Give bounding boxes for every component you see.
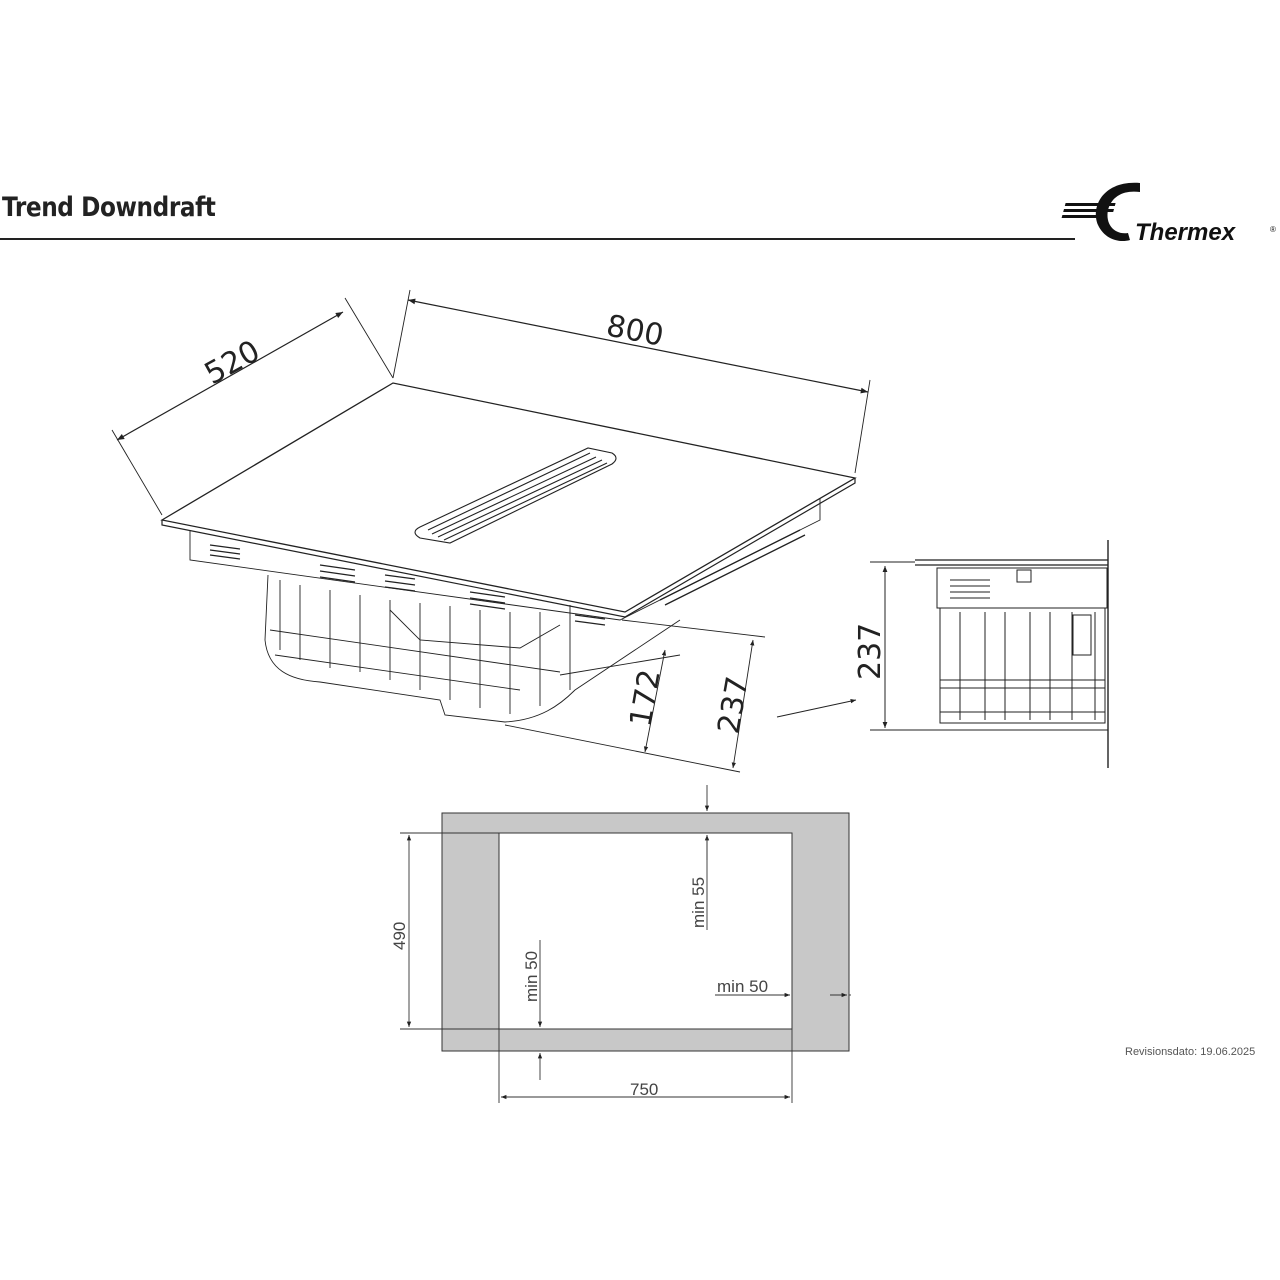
isometric-view xyxy=(111,289,871,773)
svg-text:®: ® xyxy=(1270,225,1276,234)
side-view xyxy=(870,540,1109,768)
dimension-172-label: 172 xyxy=(623,667,667,729)
header-divider xyxy=(0,238,1075,240)
cutout-750-label: 750 xyxy=(630,1080,658,1099)
dimension-520 xyxy=(111,297,394,516)
side-dimension-237-label: 237 xyxy=(853,623,888,680)
dimension-520-label: 520 xyxy=(199,334,266,392)
page-title: Trend Downdraft xyxy=(2,192,216,223)
cutout-plan xyxy=(400,785,851,1103)
cutout-opening xyxy=(498,832,793,1030)
downdraft-vent xyxy=(414,447,617,544)
dimension-800-label: 800 xyxy=(603,308,666,353)
thermex-logo: Thermex ® xyxy=(1061,182,1276,246)
cutout-min50-front-label: min 50 xyxy=(522,951,541,1002)
cutout-min55-label: min 55 xyxy=(689,877,708,928)
cutout-490-label: 490 xyxy=(390,922,409,950)
hob-body xyxy=(189,490,821,723)
dimension-237-label: 237 xyxy=(711,674,755,736)
revision-date: Revisionsdato: 19.06.2025 xyxy=(1125,1046,1256,1058)
dimension-800 xyxy=(392,289,871,474)
cutout-min50-side-label: min 50 xyxy=(717,977,768,996)
dimension-heights xyxy=(504,619,857,773)
brand-wordmark: Thermex xyxy=(1135,219,1237,246)
